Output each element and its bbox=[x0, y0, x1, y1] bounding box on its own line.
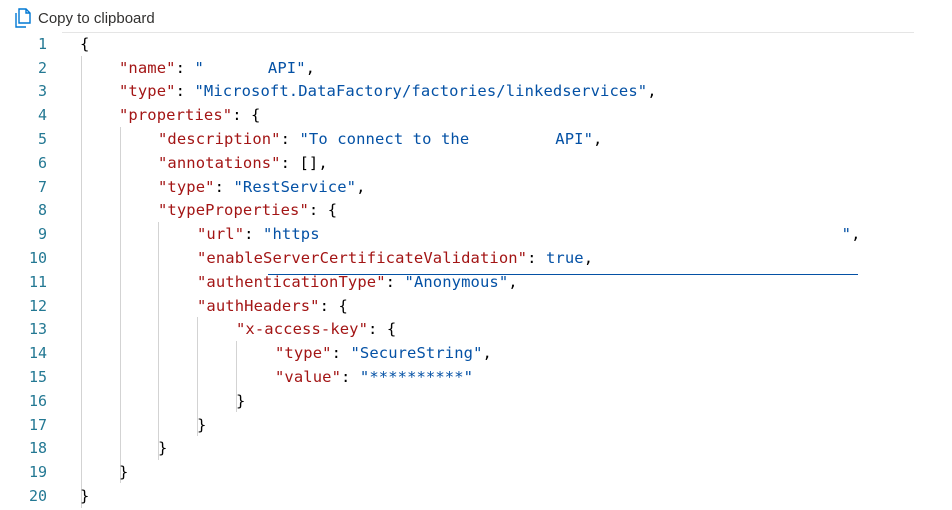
line-number: 7 bbox=[37, 177, 47, 196]
code-line: 17 } bbox=[0, 413, 914, 437]
json-key: "type" bbox=[119, 82, 176, 101]
code-line: 8 "typeProperties": { bbox=[0, 199, 914, 223]
code-line: 16 } bbox=[0, 389, 914, 413]
code-line: 2 "name": "API", bbox=[0, 56, 914, 80]
json-key: "name" bbox=[119, 58, 176, 77]
code-line: 14 "type": "SecureString", bbox=[0, 341, 914, 365]
code-line: 15 "value": "**********" bbox=[0, 365, 914, 389]
json-string: " bbox=[194, 58, 204, 77]
line-number: 9 bbox=[37, 225, 47, 244]
code-line: 19 } bbox=[0, 460, 914, 484]
code-line: 10 "enableServerCertificateValidation": … bbox=[0, 246, 914, 270]
json-string: "SecureString" bbox=[350, 344, 483, 363]
json-link-start[interactable]: "https bbox=[263, 225, 320, 244]
code-line: 6 "annotations": [], bbox=[0, 151, 914, 175]
code-line: 11 "authenticationType": "Anonymous", bbox=[0, 270, 914, 294]
indent-guide bbox=[81, 56, 82, 508]
copy-icon bbox=[15, 8, 31, 28]
json-array: [] bbox=[299, 153, 319, 172]
json-key: "authenticationType" bbox=[197, 272, 386, 291]
url-link-underline bbox=[268, 274, 858, 275]
code-line: 12 "authHeaders": { bbox=[0, 294, 914, 318]
json-string: API" bbox=[267, 58, 306, 77]
json-boolean: true bbox=[546, 249, 584, 268]
line-number: 5 bbox=[37, 130, 47, 149]
json-string: "Anonymous" bbox=[404, 272, 509, 291]
code-line: 1 { bbox=[0, 32, 914, 56]
line-number: 11 bbox=[28, 272, 47, 291]
json-string: " bbox=[841, 225, 852, 244]
line-number: 8 bbox=[37, 201, 47, 220]
indent-guide bbox=[120, 127, 121, 483]
json-key: "authHeaders" bbox=[197, 296, 320, 315]
code-line: 7 "type": "RestService", bbox=[0, 175, 914, 199]
json-key: "url" bbox=[197, 225, 245, 244]
copy-to-clipboard-button[interactable]: Copy to clipboard bbox=[14, 6, 155, 30]
json-key: "properties" bbox=[119, 106, 233, 125]
line-number: 6 bbox=[37, 153, 47, 172]
code-line: 13 "x-access-key": { bbox=[0, 318, 914, 342]
line-number: 13 bbox=[28, 320, 47, 339]
json-string: API" bbox=[555, 130, 594, 149]
line-number: 19 bbox=[28, 463, 47, 482]
line-number: 14 bbox=[28, 344, 47, 363]
code-editor[interactable]: 1 { 2 "name": "API", 3 "type": "Microsof… bbox=[0, 32, 914, 510]
code-line: 18 } bbox=[0, 437, 914, 461]
editor-border bbox=[62, 32, 914, 33]
code-line: 3 "type": "Microsoft.DataFactory/factori… bbox=[0, 80, 914, 104]
json-key: "type" bbox=[158, 177, 215, 196]
line-number: 2 bbox=[37, 58, 47, 77]
line-number: 15 bbox=[28, 368, 47, 387]
code-line: 20 } bbox=[0, 484, 914, 508]
json-key: "x-access-key" bbox=[236, 320, 369, 339]
code-text: { bbox=[80, 34, 90, 53]
json-key: "typeProperties" bbox=[158, 201, 309, 220]
json-string: "RestService" bbox=[233, 177, 357, 196]
json-string: "**********" bbox=[359, 368, 474, 387]
line-number: 20 bbox=[28, 487, 47, 506]
json-string: "Microsoft.DataFactory/factories/linkeds… bbox=[194, 82, 648, 101]
json-key: "value" bbox=[275, 368, 342, 387]
line-number: 12 bbox=[28, 296, 47, 315]
indent-guide bbox=[197, 317, 198, 436]
json-key: "enableServerCertificateValidation" bbox=[197, 249, 528, 268]
json-key: "annotations" bbox=[158, 153, 281, 172]
copy-label: Copy to clipboard bbox=[38, 9, 155, 27]
line-number: 16 bbox=[28, 391, 47, 410]
line-number: 3 bbox=[37, 82, 47, 101]
line-number: 1 bbox=[37, 34, 47, 53]
line-number: 17 bbox=[28, 415, 47, 434]
json-string: "To connect to the bbox=[299, 130, 470, 149]
indent-guide bbox=[158, 222, 159, 460]
json-key: "description" bbox=[158, 130, 281, 149]
indent-guide bbox=[236, 341, 237, 412]
json-key: "type" bbox=[275, 344, 332, 363]
code-line: 9 "url": "https", bbox=[0, 222, 914, 246]
line-number: 18 bbox=[28, 439, 47, 458]
code-line: 4 "properties": { bbox=[0, 103, 914, 127]
line-number: 10 bbox=[28, 249, 47, 268]
line-number: 4 bbox=[37, 106, 47, 125]
